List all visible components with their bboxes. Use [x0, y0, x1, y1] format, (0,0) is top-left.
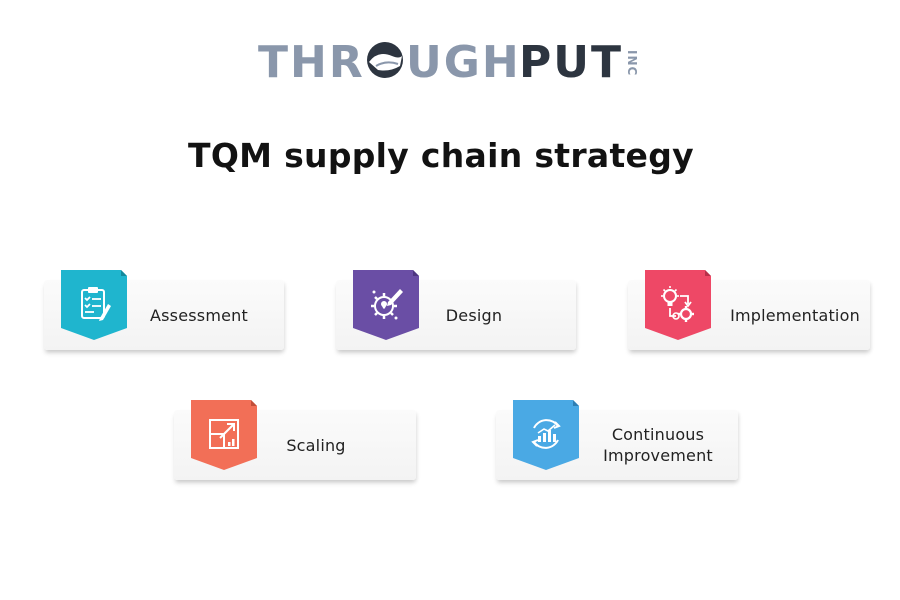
chart-cycle-arrows-icon [531, 419, 561, 449]
page-title: TQM supply chain strategy [188, 136, 694, 175]
clipboard-checklist-icon [81, 287, 111, 321]
step-card-design: Design [336, 270, 576, 350]
lightbulb-gears-flow-icon [661, 286, 694, 322]
logo-text-thr: THR [258, 37, 365, 88]
step-label-design: Design [445, 305, 503, 325]
logo-o-icon [367, 42, 403, 78]
step-label-continuous-improvement: Continuous Improvement [586, 410, 730, 480]
throughput-logo: THR UGH PUT INC [0, 36, 900, 88]
step-ribbon [645, 270, 711, 340]
step-label-line2: Improvement [603, 446, 713, 465]
step-label-assessment: Assessment [150, 305, 248, 325]
step-card-scaling: Scaling [174, 400, 416, 480]
step-label-implementation: Implementation [730, 305, 860, 325]
logo-text-inc: INC [625, 50, 639, 76]
scale-up-chart-icon [209, 419, 239, 449]
step-ribbon [191, 400, 257, 470]
step-label-scaling: Scaling [286, 435, 346, 455]
step-ribbon [353, 270, 419, 340]
step-card-continuous-improvement: Continuous Improvement [496, 400, 738, 480]
lightbulb-gear-pencil-icon [371, 289, 403, 320]
step-card-assessment: Assessment [44, 270, 284, 350]
step-card-implementation: Implementation [628, 270, 870, 350]
logo-text-put: PUT [519, 37, 623, 88]
logo-text-ugh: UGH [406, 37, 521, 88]
step-ribbon [61, 270, 127, 340]
step-label-line1: Continuous [611, 425, 705, 444]
step-ribbon [513, 400, 579, 470]
